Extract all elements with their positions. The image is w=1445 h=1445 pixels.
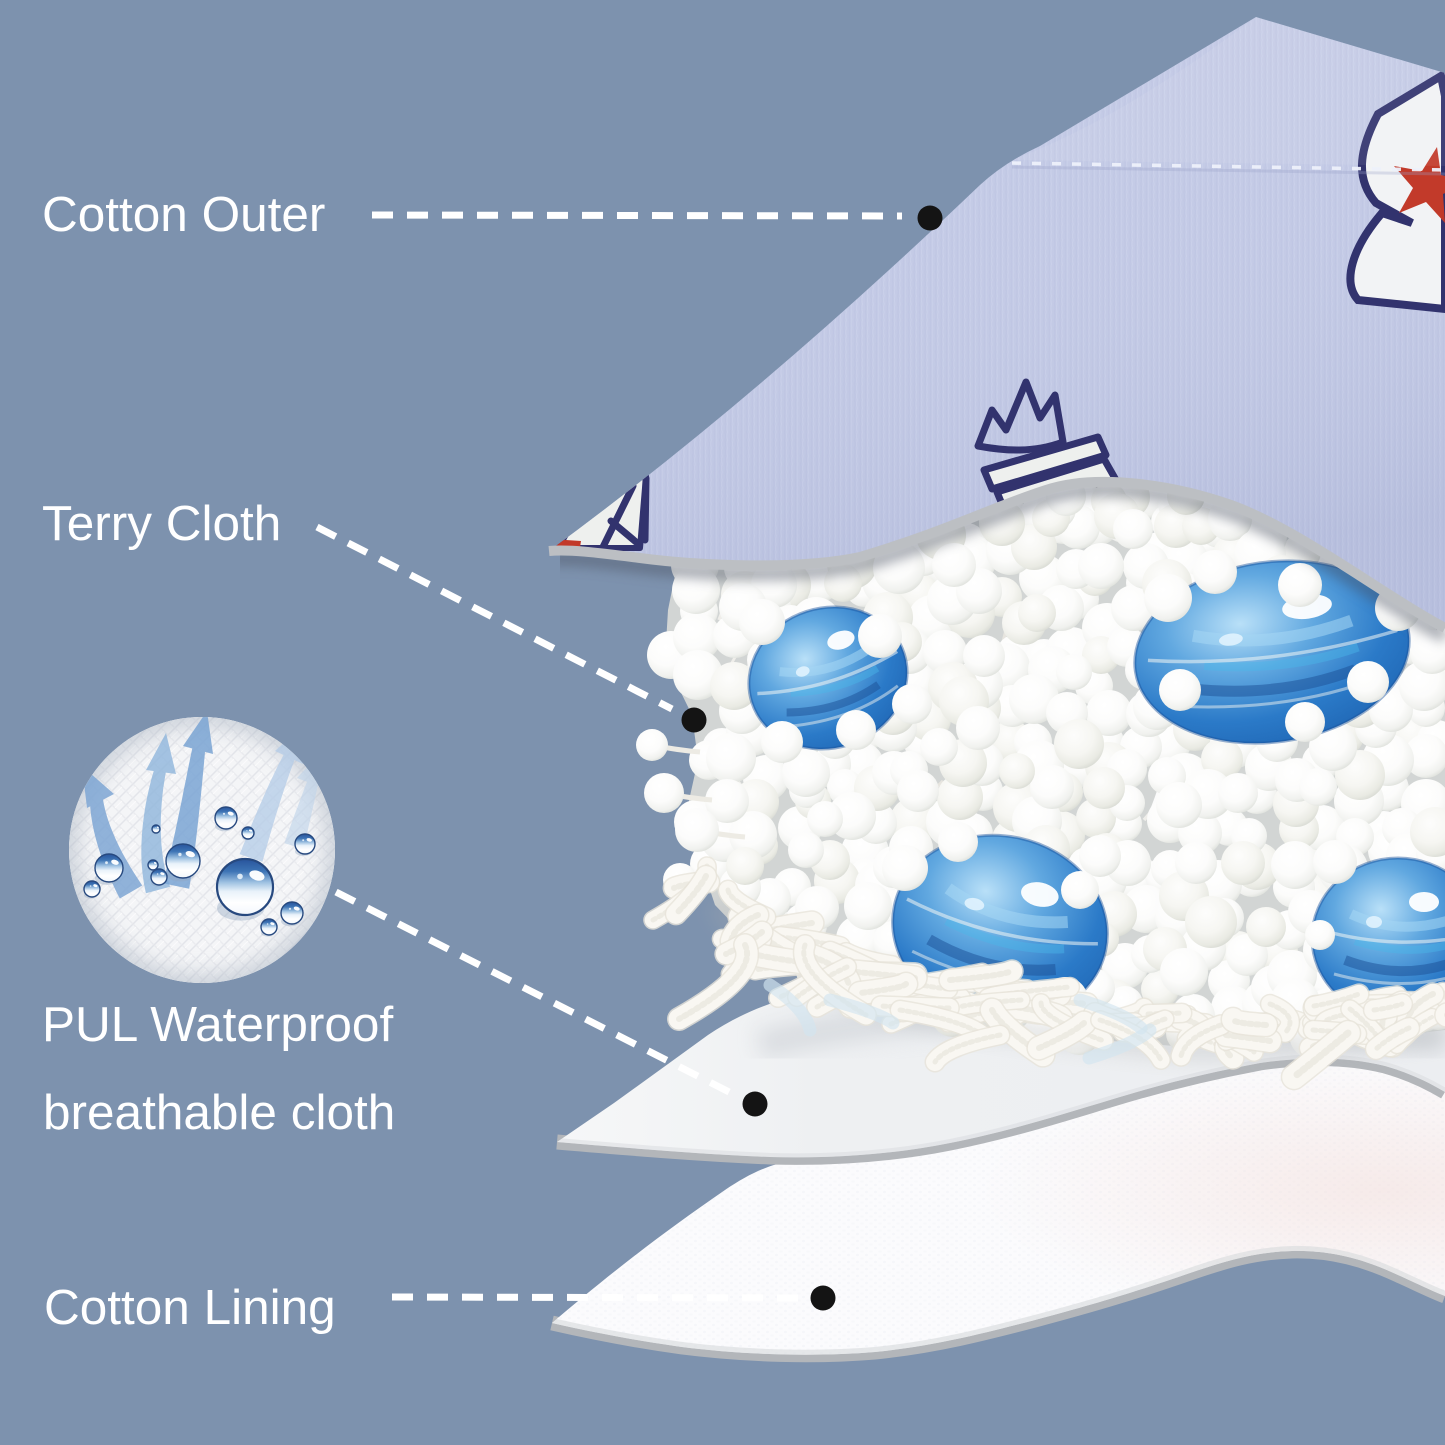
svg-text:PUL Waterproof: PUL Waterproof bbox=[42, 997, 393, 1052]
svg-text:Cotton Outer: Cotton Outer bbox=[42, 187, 325, 242]
svg-text:Terry Cloth: Terry Cloth bbox=[42, 496, 281, 551]
svg-text:breathable cloth: breathable cloth bbox=[43, 1085, 395, 1140]
svg-text:Cotton Lining: Cotton Lining bbox=[44, 1280, 336, 1335]
